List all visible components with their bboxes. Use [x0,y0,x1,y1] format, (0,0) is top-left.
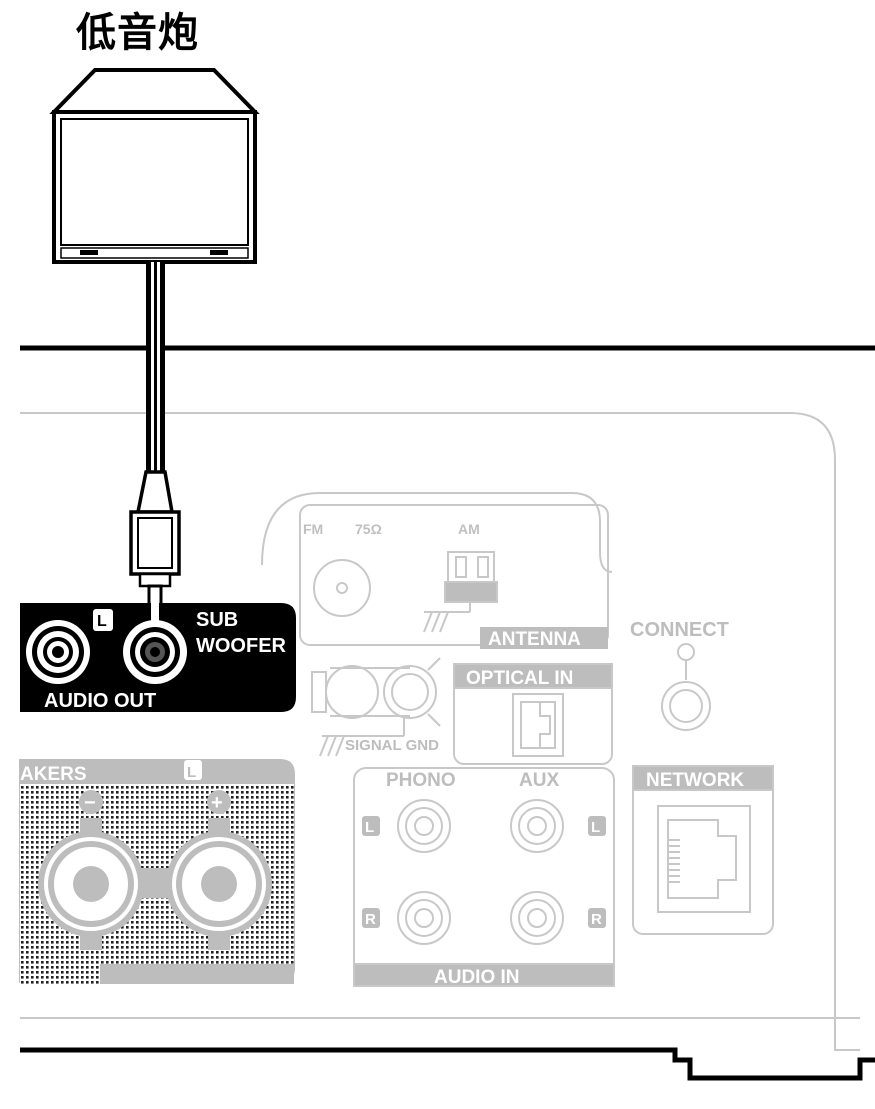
signal-gnd-label: SIGNAL GND [345,737,439,754]
aux-label: AUX [519,770,559,791]
antenna-section [261,492,613,649]
signal-gnd-terminal [311,657,441,757]
connect-button [661,643,711,731]
phono-left-label: L [365,819,374,836]
antenna-label: ANTENNA [488,629,581,650]
audio-out-label: AUDIO OUT [44,690,156,712]
audio-in-section [353,767,615,987]
audio-in-label: AUDIO IN [434,967,520,988]
sub-label: SUB [196,609,238,631]
subwoofer-cable [146,262,165,472]
rca-plug [129,470,181,608]
phono-right-label: R [365,911,376,928]
subwoofer-title: 低音炮 [76,10,199,56]
aux-left-label: L [591,819,600,836]
speaker-terminals [19,759,295,984]
phono-label: PHONO [386,770,456,791]
connect-label: CONNECT [630,619,729,641]
optical-in-label: OPTICAL IN [466,668,573,689]
plus-label: + [211,792,223,814]
subwoofer-box [49,68,260,264]
speaker-left-label: L [187,764,196,781]
woofer-label: WOOFER [196,635,287,657]
fm-label: FM [303,521,323,537]
ohm-label: 75Ω [355,521,382,537]
network-label: NETWORK [646,770,744,791]
optical-in-section [453,663,613,765]
aux-right-label: R [591,911,602,928]
am-label: AM [458,521,480,537]
minus-label: − [84,792,96,814]
speakers-label: AKERS [20,764,87,785]
audio-out-panel [20,603,296,712]
chassis-outline [20,345,875,1081]
audio-out-left-label: L [97,613,107,630]
network-section [632,765,774,935]
